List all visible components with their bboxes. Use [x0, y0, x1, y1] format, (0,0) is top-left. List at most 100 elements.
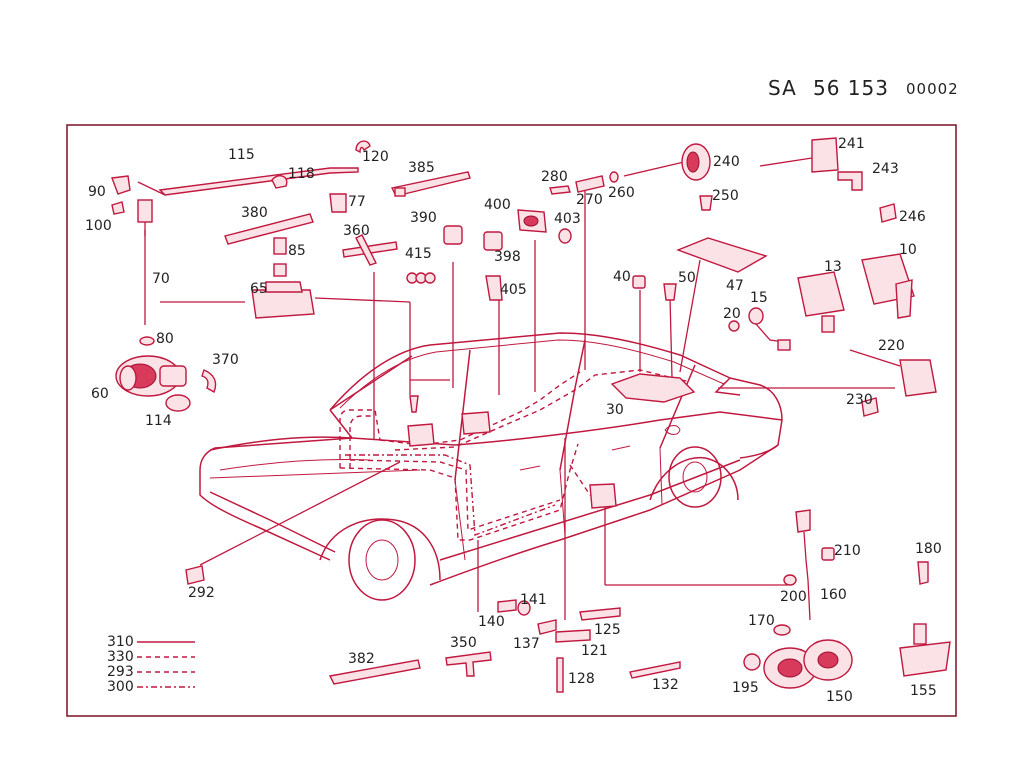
bracket-243 — [837, 171, 863, 191]
clip-118 — [271, 175, 288, 189]
relay-220 — [899, 359, 937, 397]
vacuum-pump-60 — [115, 355, 191, 412]
callout-405: 405 — [500, 282, 527, 298]
vacuum-hoses — [339, 369, 691, 541]
callout-15: 15 — [750, 290, 768, 306]
callout-241: 241 — [838, 136, 865, 152]
clamp-77 — [329, 193, 347, 213]
callout-195: 195 — [732, 680, 759, 696]
strip-132 — [629, 661, 681, 679]
legend-label-3: 293 — [107, 664, 134, 680]
callout-115: 115 — [228, 147, 255, 163]
callout-220: 220 — [878, 338, 905, 354]
parts — [111, 137, 951, 693]
strip-382 — [328, 659, 421, 685]
callout-240: 240 — [713, 154, 740, 170]
part-405 — [485, 275, 503, 301]
callout-114: 114 — [145, 413, 172, 429]
hose-370 — [201, 369, 217, 394]
motor-13 — [797, 271, 845, 317]
callout-390: 390 — [410, 210, 437, 226]
screw-246 — [879, 203, 897, 223]
callout-260: 260 — [608, 185, 635, 201]
callout-246: 246 — [899, 209, 926, 225]
callout-403: 403 — [554, 211, 581, 227]
horn-150 — [763, 639, 853, 689]
callout-13: 13 — [824, 259, 842, 275]
spring-270 — [575, 175, 605, 193]
header-suffix: 00002 — [906, 80, 959, 98]
car-body — [199, 332, 783, 601]
callout-398: 398 — [494, 249, 521, 265]
ring-170 — [773, 624, 791, 636]
callout-100: 100 — [85, 218, 112, 234]
part-in-car-c — [589, 483, 617, 509]
callout-77: 77 — [348, 194, 366, 210]
callout-200: 200 — [780, 589, 807, 605]
callout-132: 132 — [652, 677, 679, 693]
callout-230: 230 — [846, 392, 873, 408]
header-prefix: SA — [768, 76, 797, 100]
legend-label-2: 330 — [107, 649, 134, 665]
sensor-160 — [795, 509, 811, 533]
clip-120 — [355, 140, 371, 154]
callout-128: 128 — [568, 671, 595, 687]
ring-403 — [558, 228, 572, 244]
callout-180: 180 — [915, 541, 942, 557]
callout-20: 20 — [723, 306, 741, 322]
screw-195 — [743, 653, 761, 671]
callout-120: 120 — [362, 149, 389, 165]
part-121 — [555, 629, 591, 643]
diagram-frame — [66, 124, 957, 717]
header-number: 56 153 — [813, 76, 889, 100]
callout-140: 140 — [478, 614, 505, 630]
part-in-car-a — [407, 423, 435, 447]
horn-155 — [899, 641, 951, 677]
callout-125: 125 — [594, 622, 621, 638]
washer-80 — [139, 336, 155, 346]
washer-200 — [783, 574, 797, 586]
screw-230 — [861, 397, 879, 417]
ring-141 — [517, 600, 531, 616]
callout-210: 210 — [834, 543, 861, 559]
bracket-125 — [579, 607, 621, 621]
unit-241 — [811, 137, 839, 173]
screw-50 — [663, 283, 677, 301]
callout-118: 118 — [288, 166, 315, 182]
clip-210 — [821, 547, 835, 561]
callout-350: 350 — [450, 635, 477, 651]
callout-85: 85 — [288, 243, 306, 259]
leader-lines — [137, 180, 895, 620]
plug-292 — [185, 565, 205, 585]
callout-150: 150 — [826, 689, 853, 705]
callout-382: 382 — [348, 651, 375, 667]
callout-70: 70 — [152, 271, 170, 287]
callout-10: 10 — [899, 242, 917, 258]
callout-170: 170 — [748, 613, 775, 629]
bracket-90 — [111, 175, 131, 195]
callout-121: 121 — [581, 643, 608, 659]
washer-20 — [728, 320, 740, 332]
pin-128 — [556, 657, 564, 693]
connector-350 — [445, 651, 492, 677]
callout-60: 60 — [91, 386, 109, 402]
callout-30: 30 — [606, 402, 624, 418]
plug-85 — [273, 237, 287, 255]
callout-65: 65 — [250, 281, 268, 297]
callout-47: 47 — [726, 278, 744, 294]
plug-40 — [632, 275, 646, 289]
callout-80: 80 — [156, 331, 174, 347]
ring-260 — [609, 171, 619, 183]
callout-155: 155 — [910, 683, 937, 699]
callout-380: 380 — [241, 205, 268, 221]
callout-141: 141 — [520, 592, 547, 608]
clip-100 — [111, 201, 125, 215]
callout-243: 243 — [872, 161, 899, 177]
part-398 — [483, 231, 503, 251]
plate-47 — [676, 237, 768, 273]
legend-label-4: 300 — [107, 679, 134, 695]
plug-180 — [917, 561, 929, 585]
pin-280 — [549, 185, 571, 195]
callout-280: 280 — [541, 169, 568, 185]
